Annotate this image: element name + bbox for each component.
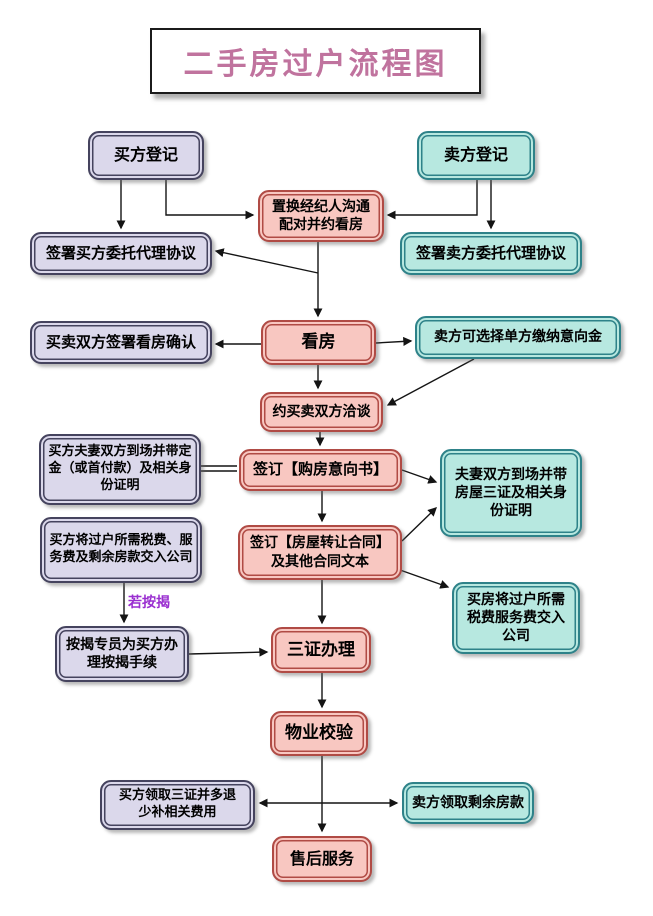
node-after-sale-service: 售后服务	[272, 836, 372, 882]
node-seller-get-balance: 卖方领取剩余房款	[402, 782, 534, 824]
node-sign-intent-letter: 签订【购房意向书】	[239, 449, 402, 491]
node-property-check: 物业校验	[270, 711, 368, 756]
node-buyer-fees-to-company: 买房将过户所需 税费服务费交入 公司	[452, 582, 580, 654]
node-agent-match: 置换经纪人沟通 配对并约看房	[258, 190, 384, 242]
node-three-certificates: 三证办理	[271, 627, 371, 673]
node-buyer-present-deposit: 买方夫妻双方到场并带定 金（或首付款）及相关身 份证明	[39, 434, 201, 505]
node-sign-transfer-contract: 签订【房屋转让合同】 及其他合同文本	[238, 525, 402, 580]
title-box: 二手房过户流程图	[150, 28, 481, 94]
node-seller-register: 卖方登记	[417, 131, 535, 180]
page-title: 二手房过户流程图	[183, 47, 448, 82]
node-view-house: 看房	[261, 320, 376, 365]
node-buyer-agency-agreement: 签署买方委托代理协议	[30, 232, 212, 275]
edge-label-mortgage: 若按揭	[128, 595, 170, 611]
node-negotiate: 约买卖双方洽谈	[260, 392, 383, 432]
node-buyer-pays-fees: 买方将过户所需税费、服 务费及剩余房款交入公司	[40, 517, 202, 583]
node-mortgage-officer: 按揭专员为买方办 理按揭手续	[55, 626, 189, 682]
node-buyer-register: 买方登记	[88, 131, 204, 180]
node-seller-intent-money: 卖方可选择单方缴纳意向金	[415, 316, 621, 359]
node-buyer-get-certificates: 买方领取三证并多退 少补相关费用	[100, 780, 255, 830]
node-seller-agency-agreement: 签署卖方委托代理协议	[400, 232, 582, 275]
node-viewing-confirmation: 买卖双方签署看房确认	[30, 321, 212, 364]
node-couple-present-certs: 夫妻双方到场并带 房屋三证及相关身 份证明	[440, 449, 582, 537]
